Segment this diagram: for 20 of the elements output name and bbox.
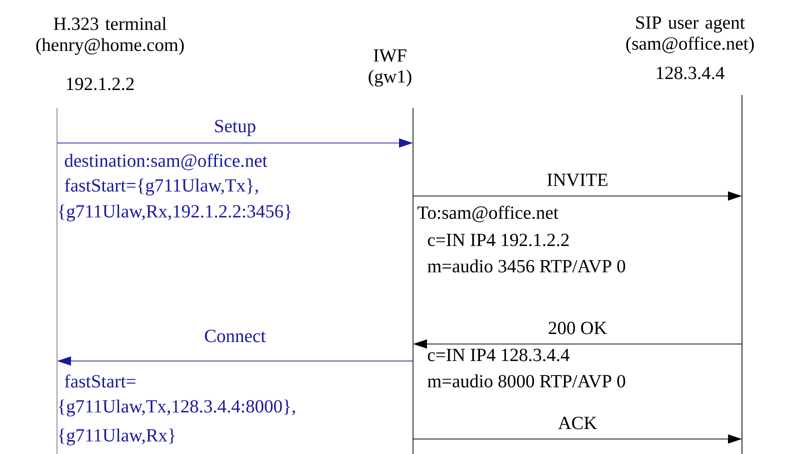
parameter-text: {g711Ulaw,Tx,128.3.4.4:8000}, [58, 400, 295, 416]
participant-label: H.323 terminal (henry@home.com) [36, 17, 184, 55]
participant-label: SIP user agent (sam@office.net) [626, 16, 754, 54]
message-label: ACK [556, 416, 598, 430]
parameter-text: To:sam@office.net [418, 206, 558, 222]
message-label: INVITE [546, 172, 610, 188]
message-label: Setup [212, 118, 258, 138]
parameter-text: fastStart= [64, 374, 136, 388]
parameter-text: {g711Ulaw,Rx} [58, 428, 175, 446]
parameter-text: fastStart={g711Ulaw,Tx}, [64, 178, 258, 196]
parameter-text: destination:sam@office.net [64, 154, 268, 170]
parameter-text: m=audio 8000 RTP/AVP 0 [428, 374, 626, 388]
parameter-text: m=audio 3456 RTP/AVP 0 [428, 259, 626, 273]
message-label: 200 OK [546, 320, 608, 336]
message-label: Connect [203, 328, 267, 344]
participant-label: 128.3.4.4 [656, 66, 724, 80]
participant-label: IWF (gw1) [368, 49, 412, 87]
parameter-text: c=IN IP4 128.3.4.4 [428, 348, 570, 362]
parameter-text: {g711Ulaw,Rx,192.1.2.2:3456} [58, 204, 291, 222]
participant-label: 192.1.2.2 [66, 78, 134, 90]
